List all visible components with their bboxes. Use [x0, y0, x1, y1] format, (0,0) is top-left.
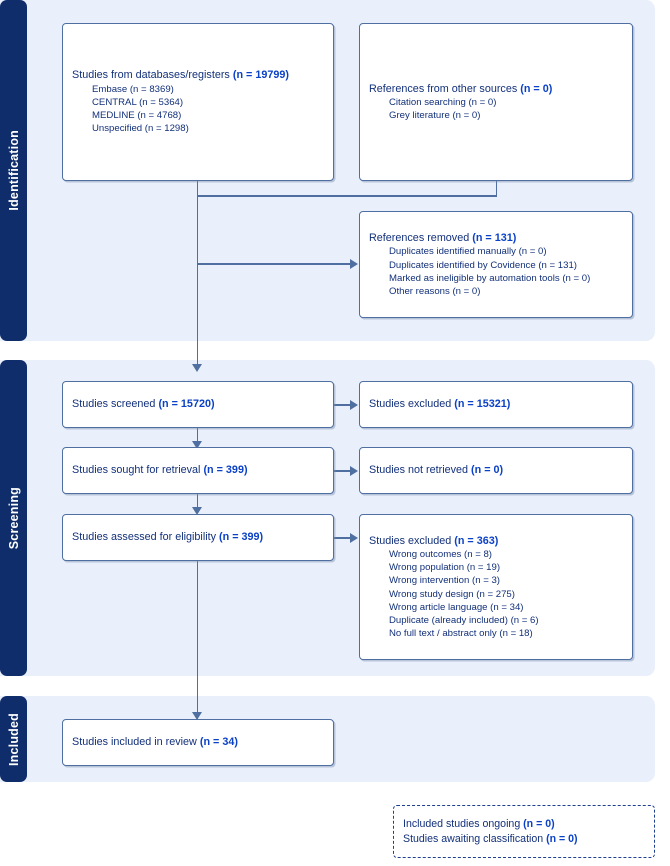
box-references-removed-subline: Other reasons (n = 0) — [389, 285, 481, 297]
box-databases-subline: Unspecified (n = 1298) — [92, 123, 189, 135]
box-ongoing-and-awaiting[interactable]: Included studies ongoing (n = 0) Studies… — [393, 805, 655, 858]
box-sought-for-retrieval-header: Studies sought for retrieval (n = 399) — [72, 464, 248, 477]
arrowhead-screened-to-excluded — [350, 400, 358, 410]
box-references-removed-header: References removed (n = 131) — [369, 231, 517, 244]
box-excluded-eligibility-subline: No full text / abstract only (n = 18) — [389, 628, 533, 640]
box-not-retrieved[interactable]: Studies not retrieved (n = 0) — [359, 447, 633, 494]
stage-label-screening: Screening — [6, 486, 21, 550]
box-other-sources-header: References from other sources (n = 0) — [369, 82, 553, 95]
box-databases[interactable]: Studies from databases/registers (n = 19… — [62, 23, 334, 181]
box-studies-excluded-eligibility-header: Studies excluded (n = 363) — [369, 534, 499, 547]
box-excluded-eligibility-subline: Wrong intervention (n = 3) — [389, 575, 501, 587]
box-awaiting-line: Studies awaiting classification (n = 0) — [403, 832, 578, 845]
box-included-in-review[interactable]: Studies included in review (n = 34) — [62, 719, 334, 766]
connector-screened-to-sought — [196, 428, 199, 442]
arrowhead-screened-to-sought — [192, 441, 202, 449]
box-databases-header: Studies from databases/registers (n = 19… — [72, 69, 289, 82]
arrowhead-sought-to-not-retrieved — [350, 466, 358, 476]
box-excluded-eligibility-subline: Wrong outcomes (n = 8) — [389, 549, 493, 561]
box-sought-for-retrieval-count: (n = 399) — [203, 464, 248, 477]
box-references-removed-subline: Duplicates identified manually (n = 0) — [389, 246, 547, 258]
box-ongoing-count: (n = 0) — [523, 817, 555, 830]
box-awaiting-count: (n = 0) — [546, 832, 578, 845]
connector-merge-bar — [196, 195, 497, 197]
box-not-retrieved-count: (n = 0) — [471, 464, 504, 477]
box-studies-screened-header: Studies screened (n = 15720) — [72, 398, 215, 411]
box-studies-excluded-screening[interactable]: Studies excluded (n = 15321) — [359, 381, 633, 428]
box-other-sources[interactable]: References from other sources (n = 0) Ci… — [359, 23, 633, 181]
box-studies-excluded-screening-header: Studies excluded (n = 15321) — [369, 398, 511, 411]
connector-main-trunk — [196, 195, 199, 365]
box-references-removed-count: (n = 131) — [472, 231, 517, 244]
box-excluded-eligibility-subline: Wrong study design (n = 275) — [389, 588, 515, 600]
box-references-removed-subline: Marked as ineligible by automation tools… — [389, 272, 591, 284]
box-other-sources-subline: Citation searching (n = 0) — [389, 97, 497, 109]
box-not-retrieved-header: Studies not retrieved (n = 0) — [369, 464, 504, 477]
arrowhead-sought-to-assessed — [192, 507, 202, 515]
arrowhead-to-references-removed — [350, 259, 358, 269]
box-databases-count: (n = 19799) — [232, 69, 289, 82]
connector-other-sources-down — [495, 180, 498, 196]
box-databases-subline: CENTRAL (n = 5364) — [92, 97, 184, 109]
box-other-sources-subline: Grey literature (n = 0) — [389, 110, 481, 122]
box-excluded-eligibility-subline: Duplicate (already included) (n = 6) — [389, 615, 539, 627]
connector-sought-to-assessed — [196, 494, 199, 508]
box-studies-excluded-eligibility[interactable]: Studies excluded (n = 363) Wrong outcome… — [359, 514, 633, 660]
box-sought-for-retrieval[interactable]: Studies sought for retrieval (n = 399) — [62, 447, 334, 494]
stage-label-included: Included — [6, 712, 21, 766]
box-other-sources-count: (n = 0) — [520, 82, 553, 95]
box-excluded-eligibility-subline: Wrong population (n = 19) — [389, 562, 501, 574]
box-excluded-eligibility-subline: Wrong article language (n = 34) — [389, 601, 524, 613]
box-ongoing-line: Included studies ongoing (n = 0) — [403, 817, 555, 830]
box-assessed-for-eligibility-header: Studies assessed for eligibility (n = 39… — [72, 531, 264, 544]
connector-assessed-to-excluded — [334, 537, 351, 539]
connector-screened-to-excluded — [334, 404, 351, 406]
box-studies-excluded-eligibility-count: (n = 363) — [454, 534, 499, 547]
arrowhead-to-included — [192, 712, 202, 720]
connector-sought-to-not-retrieved — [334, 470, 351, 472]
connector-databases-down — [196, 180, 199, 196]
box-databases-subline: MEDLINE (n = 4768) — [92, 110, 182, 122]
arrowhead-assessed-to-excluded — [350, 533, 358, 543]
stage-tab-screening: Screening — [0, 360, 27, 676]
box-references-removed[interactable]: References removed (n = 131) Duplicates … — [359, 211, 633, 318]
box-assessed-for-eligibility-count: (n = 399) — [219, 531, 264, 544]
box-studies-screened-count: (n = 15720) — [158, 398, 215, 411]
box-references-removed-subline: Duplicates identified by Covidence (n = … — [389, 259, 577, 271]
connector-assessed-to-included — [196, 561, 199, 721]
box-assessed-for-eligibility[interactable]: Studies assessed for eligibility (n = 39… — [62, 514, 334, 561]
connector-to-references-removed — [196, 263, 352, 265]
stage-label-identification: Identification — [6, 130, 21, 211]
box-databases-subline: Embase (n = 8369) — [92, 83, 174, 95]
box-studies-screened[interactable]: Studies screened (n = 15720) — [62, 381, 334, 428]
box-included-in-review-header: Studies included in review (n = 34) — [72, 736, 238, 749]
box-included-in-review-count: (n = 34) — [199, 736, 238, 749]
arrowhead-to-screened — [192, 364, 202, 372]
stage-tab-included: Included — [0, 696, 27, 782]
stage-tab-identification: Identification — [0, 0, 27, 341]
box-studies-excluded-screening-count: (n = 15321) — [454, 398, 511, 411]
